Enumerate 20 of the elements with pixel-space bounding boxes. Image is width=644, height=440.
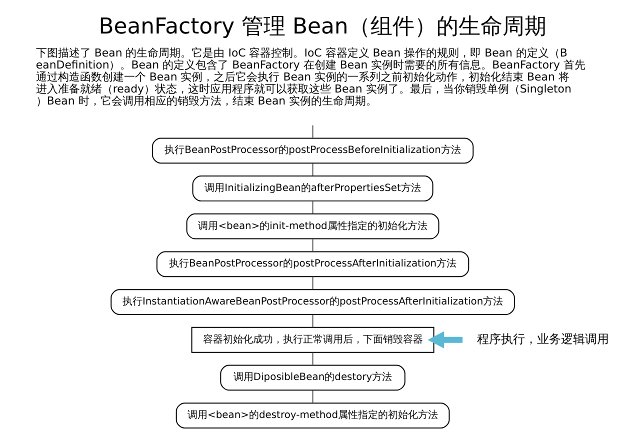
label: 下图描述了 Bean 的生命周期。它是由 IoC 容器控制。IoC 容器定义 Bean 操作的规则，即 Bean 的定义（BeanDefinition）。Bean 的定义包含了 BeanFactory 在创建 Bean 实例时需要的所有信息。BeanFactory 首先通过构造函数创建一个 Bean 实例，之后它会执行 Bean 实例的一系列之前初始化动作，初始化结束 Bean 将进入准备就绪（ready）状态，这时应用程序就可以获取这些 Bean 实例了。最后，当你销毁单例（Singleton）Bean 时，它会调用相应的销毁方法，结束 Bean 实例的生命周期。 [35, 46, 585, 108]
connector [312, 238, 313, 252]
node-text: 程序执行，业务逻辑调用 [476, 332, 608, 346]
node-box: 调用InitializingBean的afterPropertiesSet方法 [192, 176, 433, 202]
connector [312, 200, 313, 214]
node-box: 执行InstantiationAwareBeanPostProcessor的postProcessAfterInitialization方法 [110, 289, 514, 315]
arrow [427, 331, 462, 348]
connector [312, 390, 313, 404]
connector [312, 124, 313, 139]
node-box: 容器初始化成功，执行正常调用后，下面销毁容器 [190, 326, 434, 353]
node-box: 调用<bean>的destroy-method属性指定的初始化方法 [175, 402, 450, 428]
node-box: 执行BeanPostProcessor的postProcessBeforeInitialization方法 [151, 138, 474, 164]
diagram-title: BeanFactory 管理 Bean（组件）的生命周期 [98, 14, 546, 40]
connector [312, 314, 313, 328]
node-box: 执行BeanPostProcessor的postProcessAfterInitialization方法 [156, 251, 469, 278]
node-box: 调用<bean>的init-method属性指定的初始化方法 [186, 213, 439, 240]
node-box: 调用DiposibleBean的destory方法 [220, 364, 405, 391]
connector [312, 162, 313, 176]
connector [312, 276, 313, 290]
connector [312, 352, 313, 366]
